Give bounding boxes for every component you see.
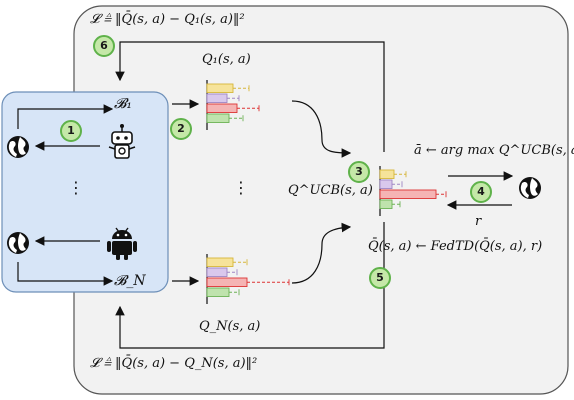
step-6-badge: 6 [93,35,115,57]
bar-red [206,277,248,287]
step-1-badge: 1 [60,120,82,142]
bar-purple [206,93,228,103]
q-functions-ellipsis: ⋮ [233,178,249,197]
arrow-env-to-bufferN [17,262,114,286]
arrow-qN-to-ucb [291,222,352,284]
android-agent-icon [107,227,137,260]
agents-ellipsis: ⋮ [68,178,84,197]
qucb-label: Q^UCB(s, a) [288,183,373,198]
q1-label: Q₁(s, a) [202,52,251,67]
arrow-q1-to-ucb [291,100,352,158]
loss-top-label: 𝓛 ≜ ‖Q̄(s, a) − Q₁(s, a)‖² [90,12,245,27]
bar-red [206,103,238,113]
step-2-badge: 2 [170,118,192,140]
bar-purple [379,179,393,189]
bar-purple [206,267,228,277]
loss-bottom-label: 𝓛 ≜ ‖Q̄(s, a) − Q_N(s, a)‖² [90,356,258,371]
arrow-feedback-q1 [115,41,385,152]
bar-yellow [379,169,395,179]
bar-yellow [206,257,234,267]
client-box [1,91,169,293]
bar-yellow [206,83,234,93]
buffer-N-label: 𝓑_N [114,273,146,289]
bar-green [206,287,230,297]
bar-red [379,189,437,199]
qucb-bar-group [379,166,447,216]
step-5-badge: 5 [369,267,391,289]
qN-bar-group [206,254,290,304]
arrow-env-to-buffer1 [17,104,114,129]
step-3-badge: 3 [348,161,370,183]
environment-globe-icon [519,177,541,199]
environment-globe-icon [7,232,29,254]
qN-label: Q_N(s, a) [199,319,261,334]
action-rule-label: ā ← arg max Q^UCB(s, a) [414,143,574,158]
buffer-1-label: 𝓑₁ [114,96,132,112]
environment-globe-icon [7,136,29,158]
fedtd-rule-label: Q̄(s, a) ← FedTD(Q̄(s, a), r) [368,239,543,254]
reward-label: r [475,214,482,229]
bar-green [206,113,230,123]
bar-green [379,199,393,209]
step-4-badge: 4 [470,181,492,203]
robot-agent-icon [108,124,136,159]
q1-bar-group [206,80,260,130]
